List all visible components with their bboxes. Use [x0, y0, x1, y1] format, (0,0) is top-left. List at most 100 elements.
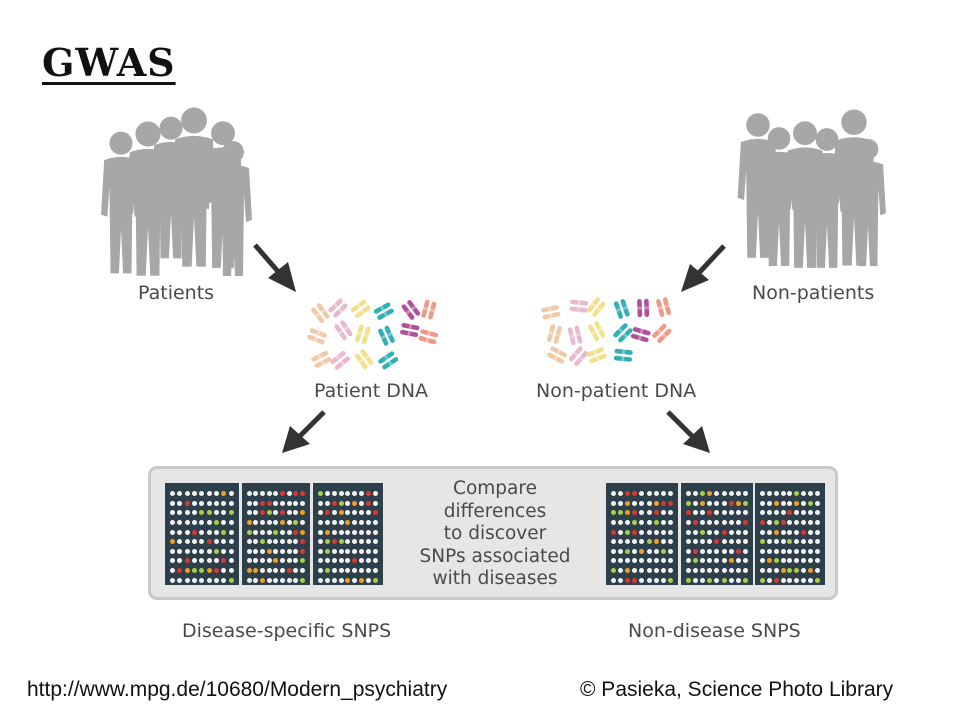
snp-dot [721, 568, 727, 574]
snp-dot [260, 520, 266, 526]
snp-dot [735, 491, 741, 497]
snp-dot [700, 500, 706, 506]
snp-dot [359, 520, 365, 526]
snp-dot [625, 510, 631, 516]
snp-dot [773, 577, 779, 583]
snp-dot [714, 568, 720, 574]
compare-line: Compare [453, 478, 537, 499]
snp-dot [660, 558, 666, 564]
snp-dot [714, 520, 720, 526]
snp-dot [618, 568, 624, 574]
snp-dot [766, 539, 772, 545]
snp-dot [177, 577, 183, 583]
snp-dot [632, 558, 638, 564]
snp-dot [667, 539, 673, 545]
snp-array [242, 483, 310, 585]
snp-array [681, 483, 753, 585]
snp-dot [667, 558, 673, 564]
snp-dot [632, 510, 638, 516]
snp-dot [280, 548, 286, 554]
snp-dot [766, 529, 772, 535]
snp-dot [625, 491, 631, 497]
snp-dot [366, 548, 372, 554]
snp-dot [787, 548, 793, 554]
snp-dot [373, 529, 379, 535]
chromosome-icon [611, 321, 634, 344]
snp-dot [667, 520, 673, 526]
snp-dot [280, 510, 286, 516]
snp-dot [794, 539, 800, 545]
compare-text: Compare differences to discover SNPs ass… [398, 478, 592, 591]
snp-dot [293, 491, 299, 497]
snp-dot [632, 500, 638, 506]
non-patients-label: Non-patients [752, 282, 875, 304]
snp-dot [693, 529, 699, 535]
snp-dot [721, 529, 727, 535]
snp-dot [728, 520, 734, 526]
snp-dot [759, 577, 765, 583]
snp-dot [359, 510, 365, 516]
chromosome-icon [585, 296, 607, 319]
snp-dot [714, 491, 720, 497]
snp-dot [324, 510, 330, 516]
snp-dot [373, 577, 379, 583]
snp-dot [331, 510, 337, 516]
snp-dot [735, 558, 741, 564]
snp-dot [317, 529, 323, 535]
snp-dot [184, 539, 190, 545]
snp-dot [324, 529, 330, 535]
snp-dot [815, 558, 821, 564]
snp-dot [787, 491, 793, 497]
snp-dot [735, 539, 741, 545]
snp-array [313, 483, 383, 585]
snp-dot [300, 520, 306, 526]
snp-dot [766, 548, 772, 554]
chromosome-icon [586, 320, 607, 343]
snp-dot [253, 577, 259, 583]
snp-dot [735, 529, 741, 535]
snp-dot [686, 577, 692, 583]
snp-dot [728, 529, 734, 535]
snp-dot [359, 539, 365, 545]
snp-dot [177, 568, 183, 574]
snp-dot [246, 568, 252, 574]
non-patient-chromosomes-icon [540, 296, 673, 368]
snp-dot [184, 500, 190, 506]
snp-dot [184, 577, 190, 583]
arrow-icon [681, 244, 726, 292]
source-url[interactable]: http://www.mpg.de/10680/Modern_psychiatr… [27, 678, 448, 701]
snp-dot [707, 510, 713, 516]
snp-dot [192, 500, 198, 506]
snp-dot [611, 510, 617, 516]
snp-dot [246, 491, 252, 497]
snp-dot [184, 568, 190, 574]
snp-dot [300, 577, 306, 583]
snp-dot [324, 491, 330, 497]
snp-dot [228, 548, 234, 554]
snp-array [755, 483, 825, 585]
snp-dot [184, 529, 190, 535]
chromosome-icon [372, 301, 395, 322]
snp-dot [735, 520, 741, 526]
snp-dot [611, 577, 617, 583]
snp-dot [170, 577, 176, 583]
snp-dot [686, 548, 692, 554]
snp-dot [324, 500, 330, 506]
snp-dot [338, 500, 344, 506]
snp-dot [700, 568, 706, 574]
snp-dot [780, 558, 786, 564]
snp-dot [693, 500, 699, 506]
snp-dot [246, 510, 252, 516]
non-patients-people-icon [737, 109, 886, 268]
snp-dot [214, 520, 220, 526]
snp-dot [686, 568, 692, 574]
snp-dot [742, 500, 748, 506]
page-title: GWAS [42, 40, 176, 85]
snp-dot [338, 577, 344, 583]
snp-dot [324, 568, 330, 574]
snp-dot [266, 548, 272, 554]
snp-dot [199, 491, 205, 497]
snp-dot [660, 520, 666, 526]
snp-dot [338, 558, 344, 564]
snp-dot [260, 539, 266, 545]
